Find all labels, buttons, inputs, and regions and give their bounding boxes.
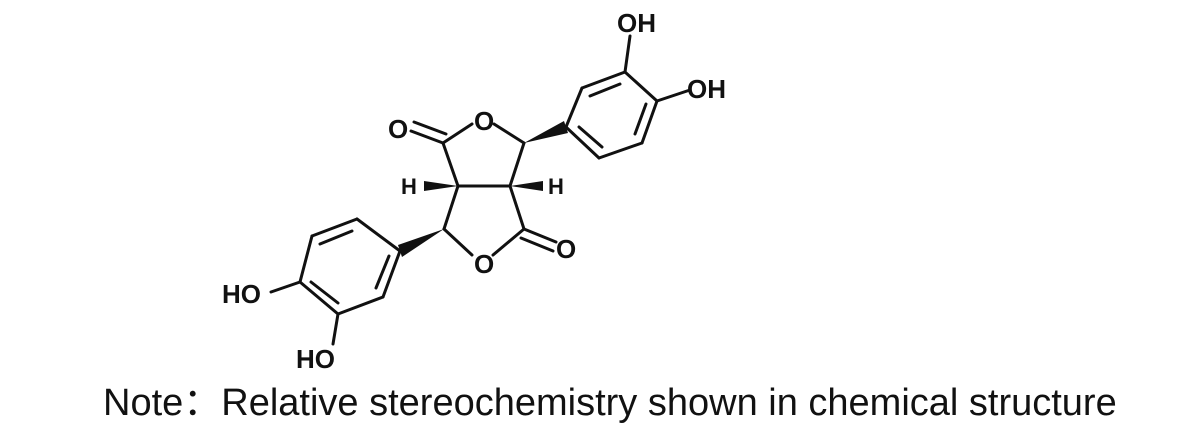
wedge-bond [398,229,444,257]
bond [269,280,302,294]
hydrogen-label: H [401,174,417,199]
bond [409,129,445,145]
bond [564,86,584,129]
hydroxyl-label: OH [617,8,656,38]
bond [519,236,555,253]
wedge-bond [524,121,568,143]
bond [522,227,558,244]
bond [442,184,460,231]
bond [580,70,627,90]
hydrogen-label: H [548,174,564,199]
hydroxyl-label: OH [687,74,726,104]
bond [508,184,526,231]
wedge-bond [510,181,543,191]
bond [633,102,648,136]
bond [597,141,644,160]
wedge-bond [424,181,458,191]
bond [309,280,340,305]
bond [336,295,385,316]
bond [492,122,526,145]
bond [441,141,460,188]
carbonyl-oxygen-label: O [556,234,576,264]
bond [655,88,692,103]
carbonyl-oxygen-label: O [388,114,408,144]
bond [508,141,526,188]
stereo-wedges [398,121,568,257]
bond [564,125,601,160]
bond [412,120,448,136]
stereochemistry-note: Note：Relative stereochemistry shown in c… [103,382,1117,424]
hydroxyl-label: HO [222,279,261,309]
bond [442,227,474,257]
bond [577,125,604,149]
atom-labels: OH OH HO HO O O O O H H [222,8,726,374]
bis-lactone-core [409,120,558,257]
lower-catechol-ring [269,217,402,346]
bond [318,229,354,246]
bond [491,227,526,257]
hydroxyl-label: HO [296,344,335,374]
ring-oxygen-label: O [474,249,494,279]
bond [374,254,391,290]
ring-oxygen-label: O [474,106,494,136]
bond [623,34,632,74]
bond [331,312,340,346]
bond [298,280,340,316]
bond [381,249,402,299]
bond [441,122,474,145]
bond [623,70,659,103]
bond [298,234,314,284]
bond [588,82,622,98]
upper-catechol-ring [564,34,692,160]
bond [640,99,659,145]
bond [355,217,402,253]
bond [310,217,359,238]
